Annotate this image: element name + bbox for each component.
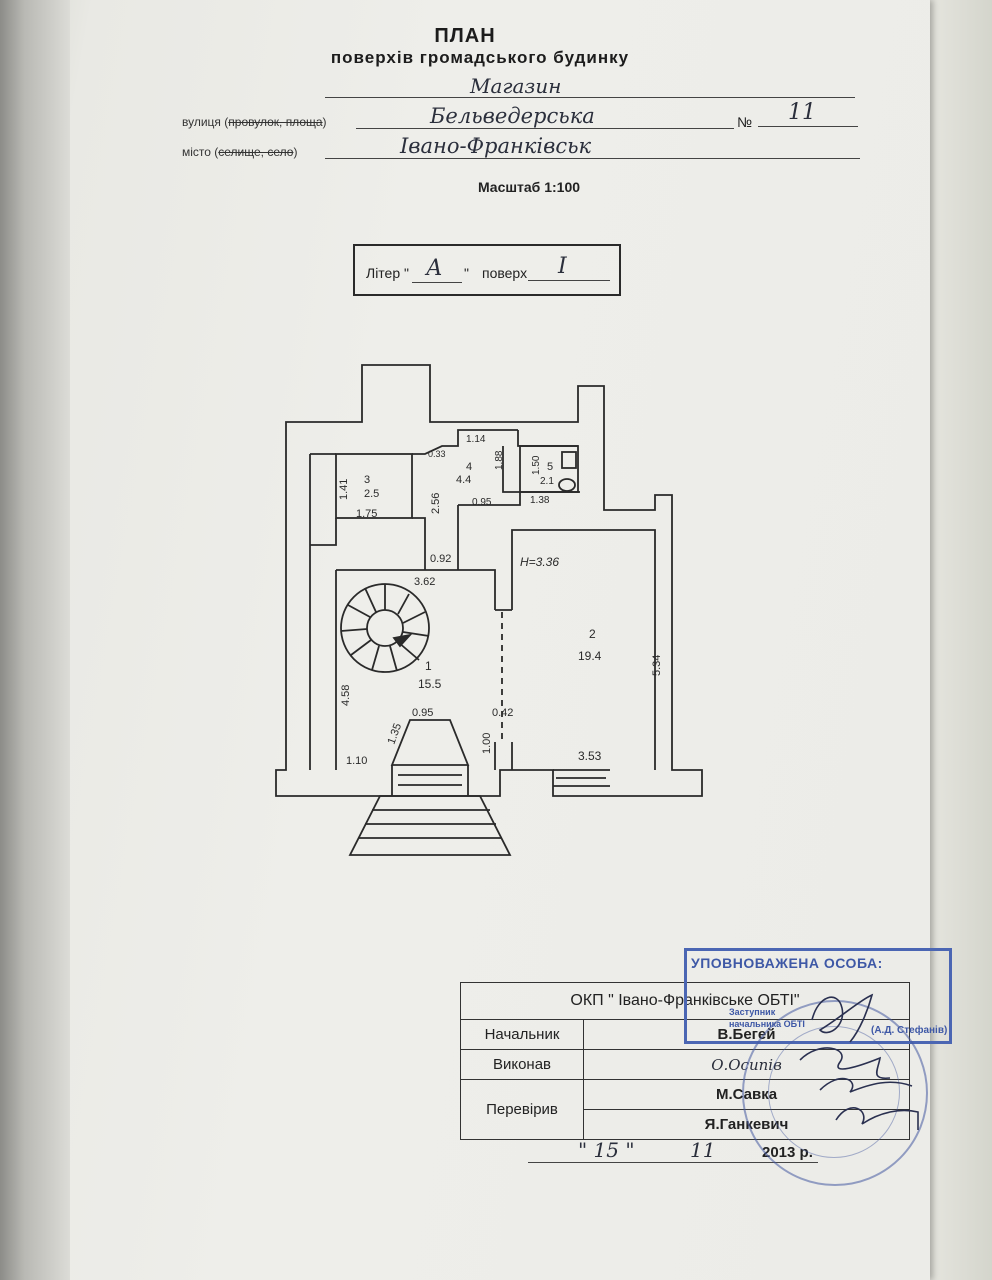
dim-5-34: 5.34	[651, 655, 663, 676]
room-1-area: 15.5	[418, 677, 442, 691]
dim-1-10: 1.10	[346, 755, 367, 767]
dim-3-62: 3.62	[414, 576, 435, 588]
number-line	[758, 126, 858, 127]
date-day: " 15 "	[578, 1138, 635, 1162]
signature-performer	[799, 1047, 891, 1080]
dim-0-33: 0.33	[428, 449, 446, 459]
signatures	[799, 993, 919, 1130]
city-label-struck: селище, село	[218, 145, 294, 159]
dim-0-42: 0.42	[492, 707, 513, 719]
room-3-area: 2.5	[364, 488, 379, 500]
room-2-number: 2	[589, 627, 596, 641]
street-label-end: )	[322, 115, 327, 129]
liter-close-quote: "	[464, 265, 469, 281]
liter-value: А	[426, 256, 443, 281]
room-3-number: 3	[364, 474, 370, 486]
document-subtitle: поверхів громадського будинку	[330, 48, 630, 67]
row-label-performer: Виконав	[460, 1049, 584, 1080]
street-label-struck: провулок, площа	[228, 115, 323, 129]
dim-1-50: 1.50	[531, 455, 542, 475]
floor-value: І	[558, 254, 567, 279]
date-month: 11	[690, 1138, 716, 1162]
room-4-number: 4	[466, 461, 472, 473]
dim-0-95-a: 0.95	[472, 497, 492, 508]
room-5-area: 2.1	[540, 476, 554, 487]
floor-line	[528, 280, 610, 281]
dim-1-75: 1.75	[356, 508, 377, 520]
dim-0-95-b: 0.95	[412, 707, 433, 719]
number-value: 11	[788, 100, 816, 125]
city-line	[325, 158, 860, 159]
dim-1-14: 1.14	[466, 434, 486, 445]
liter-line	[412, 282, 462, 283]
street-label-start: вулиця (	[182, 115, 229, 129]
street-line	[356, 128, 734, 129]
liter-label: Літер "	[366, 265, 409, 281]
floor-label: поверх	[482, 265, 528, 281]
city-label: місто (селище, село)	[182, 145, 297, 159]
city-label-end: )	[293, 145, 298, 159]
room-5-number: 5	[547, 461, 553, 473]
dim-4-58: 4.58	[340, 685, 352, 706]
scale-label: Масштаб 1:100	[477, 179, 581, 195]
row-label-checked: Перевірив	[460, 1079, 584, 1140]
authorized-name: (А.Д. Стефанів)	[871, 1025, 948, 1036]
round-seal-inner	[768, 1026, 900, 1158]
object-type-value: Магазин	[470, 74, 562, 98]
dim-0-92: 0.92	[430, 553, 451, 565]
city-label-start: місто (	[182, 145, 219, 159]
object-type-line	[325, 97, 855, 98]
street-label: вулиця (провулок, площа)	[182, 115, 327, 129]
date-line	[528, 1162, 818, 1163]
authorized-position-2: начальника ОБТІ	[729, 1019, 805, 1029]
dim-1-00: 1.00	[481, 733, 493, 754]
dim-1-41: 1.41	[338, 479, 350, 500]
dim-1-88: 1.88	[494, 450, 505, 470]
street-value: Бельведерська	[430, 104, 595, 128]
dim-3-53: 3.53	[578, 749, 602, 763]
room-2-area: 19.4	[578, 649, 602, 663]
authorized-title: УПОВНОВАЖЕНА ОСОБА:	[691, 955, 883, 971]
liter-label-text: Літер "	[366, 265, 409, 281]
authorized-position-1: Заступник	[729, 1007, 776, 1017]
dim-2-56: 2.56	[430, 493, 442, 514]
row-label-chief: Начальник	[460, 1019, 584, 1050]
signature-chief	[811, 993, 874, 1043]
dim-1-38: 1.38	[530, 495, 550, 506]
height-note: H=3.36	[520, 555, 559, 569]
round-seal	[742, 1000, 928, 1186]
city-value: Івано-Франківськ	[400, 134, 592, 158]
room-1-number: 1	[425, 659, 432, 673]
signature-checked-1	[819, 1077, 913, 1093]
number-label: №	[737, 114, 753, 130]
signature-checked-2	[835, 1107, 919, 1130]
liter-box	[353, 244, 621, 296]
floor-plan: 3 2.5 1.75 1.41 2.56 0.33 1.14 1.88 4 4.…	[275, 364, 703, 856]
room-4-area: 4.4	[456, 474, 471, 486]
page-gutter	[0, 0, 70, 1280]
document-title: ПЛАН	[434, 25, 496, 47]
